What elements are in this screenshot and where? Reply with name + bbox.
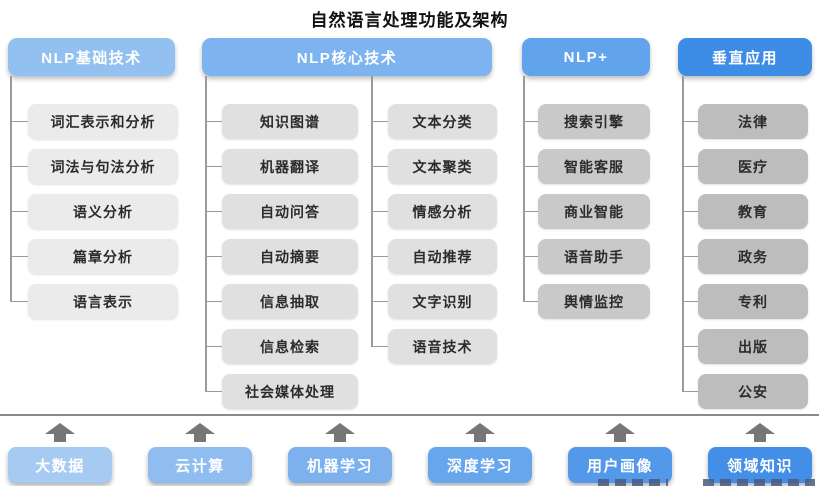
up-arrow-icon bbox=[465, 423, 495, 442]
up-arrow-icon bbox=[605, 423, 635, 442]
tech-item: 篇章分析 bbox=[10, 239, 178, 274]
connector-rail-nlp-plus bbox=[523, 76, 525, 301]
foundation-box: 大数据 bbox=[8, 447, 112, 483]
industry-item: 出版 bbox=[682, 329, 808, 364]
tech-item: 自动问答 bbox=[205, 194, 358, 229]
connector-rail-basic bbox=[10, 76, 12, 301]
up-arrow-icon bbox=[325, 423, 355, 442]
tech-item: 自动摘要 bbox=[205, 239, 358, 274]
column-header-vertical-apps: 垂直应用 bbox=[678, 38, 812, 76]
application-item: 商业智能 bbox=[523, 194, 650, 229]
foundation-row: 大数据 云计算 机器学习 深度学习 用户画像 领域知识 bbox=[0, 423, 819, 483]
tech-item: 词法与句法分析 bbox=[10, 149, 178, 184]
industry-item: 教育 bbox=[682, 194, 808, 229]
tech-item: 语义分析 bbox=[10, 194, 178, 229]
industry-item: 政务 bbox=[682, 239, 808, 274]
tech-item: 信息检索 bbox=[205, 329, 358, 364]
foundation-divider-line bbox=[0, 414, 819, 416]
foundation-unit: 深度学习 bbox=[428, 423, 532, 483]
foundation-box: 深度学习 bbox=[428, 447, 532, 483]
tech-item: 文本聚类 bbox=[371, 149, 497, 184]
column-core-items-right: 文本分类文本聚类情感分析自动推荐文字识别语音技术 bbox=[371, 104, 497, 364]
application-item: 舆情监控 bbox=[523, 284, 650, 319]
tech-item: 机器翻译 bbox=[205, 149, 358, 184]
industry-item: 公安 bbox=[682, 374, 808, 409]
foundation-box: 云计算 bbox=[148, 447, 252, 483]
tech-item: 语音技术 bbox=[371, 329, 497, 364]
foundation-unit: 领域知识 bbox=[708, 423, 812, 483]
watermark-remnant bbox=[598, 479, 668, 486]
tech-item: 自动推荐 bbox=[371, 239, 497, 274]
tech-item: 文本分类 bbox=[371, 104, 497, 139]
column-nlp-plus-items: 搜索引擎智能客服商业智能语音助手舆情监控 bbox=[523, 104, 650, 319]
connector-rail-vertical-apps bbox=[682, 76, 684, 391]
foundation-unit: 用户画像 bbox=[568, 423, 672, 483]
industry-item: 法律 bbox=[682, 104, 808, 139]
foundation-unit: 大数据 bbox=[8, 423, 112, 483]
foundation-box: 领域知识 bbox=[708, 447, 812, 483]
application-item: 智能客服 bbox=[523, 149, 650, 184]
foundation-box: 用户画像 bbox=[568, 447, 672, 483]
application-item: 搜索引擎 bbox=[523, 104, 650, 139]
up-arrow-icon bbox=[185, 423, 215, 442]
up-arrow-icon bbox=[745, 423, 775, 442]
connector-rail-core-left bbox=[205, 76, 207, 391]
tech-item: 语言表示 bbox=[10, 284, 178, 319]
column-header-nlp-basic: NLP基础技术 bbox=[8, 38, 175, 76]
column-core-items-left: 知识图谱机器翻译自动问答自动摘要信息抽取信息检索社会媒体处理 bbox=[205, 104, 358, 409]
column-header-nlp-plus: NLP+ bbox=[522, 38, 650, 76]
tech-item: 信息抽取 bbox=[205, 284, 358, 319]
application-item: 语音助手 bbox=[523, 239, 650, 274]
foundation-box: 机器学习 bbox=[288, 447, 392, 483]
tech-item: 知识图谱 bbox=[205, 104, 358, 139]
foundation-unit: 云计算 bbox=[148, 423, 252, 483]
industry-item: 医疗 bbox=[682, 149, 808, 184]
tech-item: 词汇表示和分析 bbox=[10, 104, 178, 139]
tech-item: 文字识别 bbox=[371, 284, 497, 319]
up-arrow-icon bbox=[45, 423, 75, 442]
column-basic-items: 词汇表示和分析词法与句法分析语义分析篇章分析语言表示 bbox=[10, 104, 178, 319]
tech-item: 社会媒体处理 bbox=[205, 374, 358, 409]
column-header-nlp-core: NLP核心技术 bbox=[202, 38, 492, 76]
diagram-title: 自然语言处理功能及架构 bbox=[310, 11, 509, 30]
industry-item: 专利 bbox=[682, 284, 808, 319]
watermark-remnant bbox=[703, 479, 815, 486]
column-vertical-app-items: 法律医疗教育政务专利出版公安 bbox=[682, 104, 808, 409]
tech-item: 情感分析 bbox=[371, 194, 497, 229]
foundation-unit: 机器学习 bbox=[288, 423, 392, 483]
